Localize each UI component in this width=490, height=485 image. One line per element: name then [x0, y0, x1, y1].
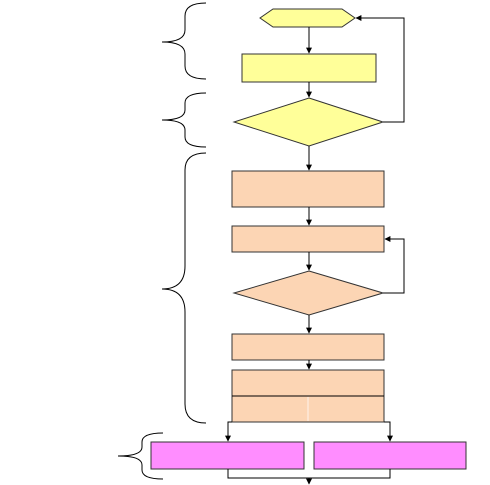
output-box-right [313, 441, 467, 470]
process-box-2 [231, 170, 385, 208]
connector-outputs-merge [227, 469, 391, 479]
arrow-process-5-to-output-left [225, 421, 232, 442]
decision-diamond-1 [232, 97, 385, 147]
bracket-phase-1 [161, 2, 207, 80]
loop-decision-2-to-process-3 [383, 236, 405, 294]
start-hexagon [259, 8, 356, 28]
process-box-3 [231, 225, 385, 253]
output-box-left [150, 441, 305, 470]
arrow-process-5-to-output-right [384, 421, 393, 442]
bracket-phase-4 [117, 432, 164, 480]
bracket-phase-2 [161, 92, 207, 148]
process-box-4 [231, 333, 385, 361]
bracket-phase-3 [161, 152, 207, 424]
decision-diamond-2 [232, 270, 385, 316]
process-box-1 [241, 53, 377, 83]
loop-decision-1-to-start [355, 15, 405, 123]
